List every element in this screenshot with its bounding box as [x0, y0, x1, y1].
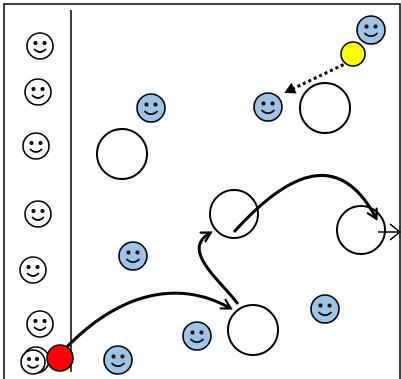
smiley-face-icon: [20, 349, 46, 375]
waiting-queue: [19, 32, 54, 374]
smiley-face-icon: [19, 256, 47, 284]
curved-arrow-icon: [197, 233, 240, 305]
wandering-faces: [103, 15, 386, 375]
empty-circle-icon: [96, 128, 148, 180]
blue-smiley-face-icon: [136, 93, 166, 123]
blue-smiley-face-icon: [310, 294, 340, 324]
empty-slots: [96, 82, 386, 356]
empty-circle-icon: [227, 304, 279, 356]
blue-smiley-face-icon: [356, 15, 386, 45]
curved-arrow-icon: [60, 291, 230, 354]
blue-smiley-face-icon: [118, 241, 148, 271]
blue-smiley-face-icon: [103, 345, 133, 375]
active-agent-group: [20, 344, 74, 375]
smiley-face-icon: [24, 78, 52, 106]
blue-smiley-face-icon: [253, 92, 283, 122]
target-agent-group: [284, 41, 366, 94]
curved-arrow-icon: [232, 174, 376, 234]
red-dot-icon: [46, 344, 74, 372]
empty-circle-icon: [299, 82, 351, 134]
smiley-face-icon: [26, 310, 54, 338]
exit-arrowhead-icon: [389, 223, 401, 241]
empty-circle-icon: [209, 189, 259, 239]
yellow-dot-icon: [340, 41, 366, 67]
movement-path: [60, 174, 401, 354]
smiley-face-icon: [26, 32, 54, 60]
blue-smiley-face-icon: [182, 321, 212, 351]
empty-circle-icon: [336, 205, 386, 255]
smiley-face-icon: [22, 132, 50, 160]
outer-frame: [3, 3, 401, 379]
smiley-face-icon: [24, 200, 52, 228]
